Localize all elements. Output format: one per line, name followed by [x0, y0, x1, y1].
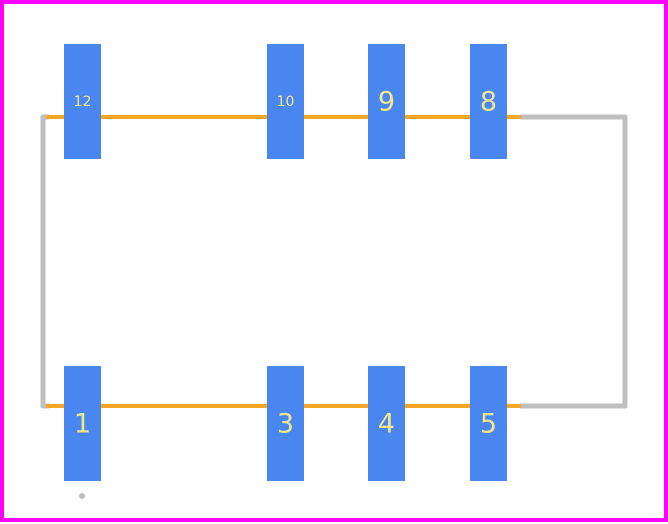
pad-4-shape[interactable] — [368, 366, 405, 481]
bottom-pad-row: 1 3 4 5 — [64, 366, 507, 481]
pad-12[interactable]: 12 — [64, 44, 101, 159]
pad-5-shape[interactable] — [470, 366, 507, 481]
pad-10-label: 10 — [277, 94, 295, 110]
pad-4-label: 4 — [378, 409, 395, 440]
pin-1-indicator-dot — [79, 493, 85, 499]
pad-4[interactable]: 4 — [368, 366, 405, 481]
pad-5[interactable]: 5 — [470, 366, 507, 481]
top-pad-row: 12 10 9 8 — [64, 44, 507, 159]
pad-1[interactable]: 1 — [64, 366, 101, 481]
pad-10-shape[interactable] — [267, 44, 304, 159]
pad-1-shape[interactable] — [64, 366, 101, 481]
pad-3[interactable]: 3 — [267, 366, 304, 481]
pad-8-label: 8 — [480, 87, 497, 118]
pad-5-label: 5 — [480, 409, 497, 440]
pad-8-shape[interactable] — [470, 44, 507, 159]
pad-9-shape[interactable] — [368, 44, 405, 159]
pad-12-shape[interactable] — [64, 44, 101, 159]
silkscreen-outline — [40, 114, 628, 409]
pad-3-shape[interactable] — [267, 366, 304, 481]
pad-8[interactable]: 8 — [470, 44, 507, 159]
pad-12-label: 12 — [74, 94, 92, 110]
pad-1-label: 1 — [74, 409, 91, 440]
pad-3-label: 3 — [277, 409, 294, 440]
pad-9-label: 9 — [378, 87, 395, 118]
pad-9[interactable]: 9 — [368, 44, 405, 159]
pad-10[interactable]: 10 — [267, 44, 304, 159]
